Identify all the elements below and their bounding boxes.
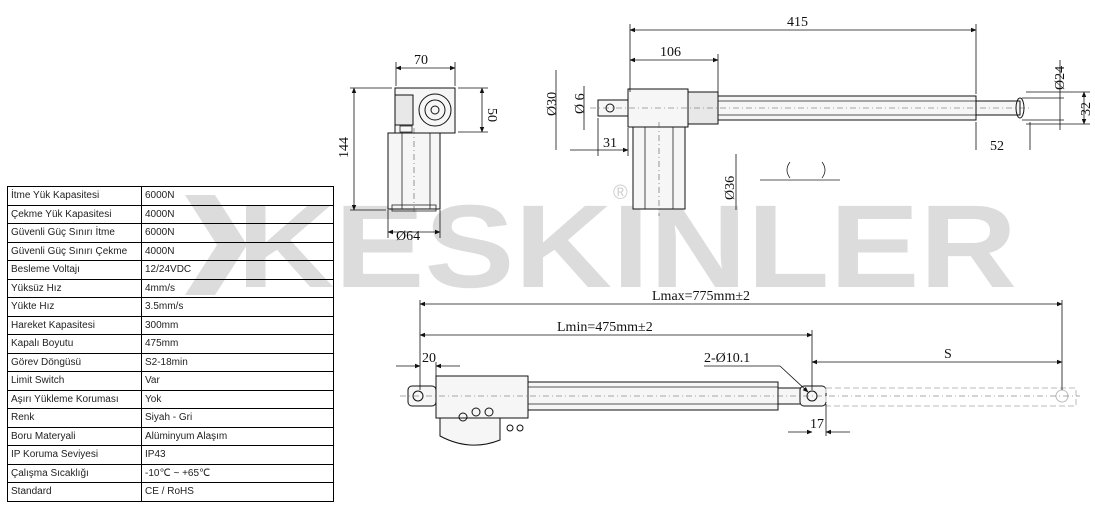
dim-top-dia24: Ø24: [1053, 66, 1068, 90]
spec-value: 6000N: [141, 223, 334, 243]
dim-side-total-height: 144: [337, 137, 352, 158]
dim-top-32: 32: [1079, 102, 1094, 116]
dim-top-hole: Ø 6: [573, 93, 588, 114]
watermark-text: KESKINLER: [237, 183, 1017, 308]
dim-front-stroke: S: [944, 347, 952, 362]
dim-front-17: 17: [810, 417, 824, 432]
dim-top-dia30: Ø30: [545, 92, 560, 116]
spec-value: CE / RoHS: [141, 482, 334, 502]
spec-row: Çalışma Sıcaklığı-10℃ ~ +65℃: [7, 463, 334, 483]
dim-top-total: 415: [787, 15, 808, 30]
dim-top-31: 31: [603, 136, 617, 151]
spec-label: Standard: [7, 482, 142, 502]
spec-label: Çekme Yük Kapasitesi: [7, 204, 142, 224]
dim-side-width: 70: [414, 53, 428, 68]
dim-side-head-height: 50: [484, 108, 499, 122]
dim-top-gear: 106: [660, 45, 681, 60]
registered-mark: ®: [613, 183, 628, 204]
brand-watermark: KESKINLER ®: [185, 183, 1017, 308]
dim-top-52: 52: [990, 139, 1004, 154]
side-view: 70 50 144 Ø64: [337, 53, 499, 244]
dim-front-lmax: Lmax=775mm±2: [652, 289, 750, 304]
spec-value: 4000N: [141, 204, 334, 224]
front-view: Lmax=775mm±2 Lmin=475mm±2 20 2-Ø10.1 S 1…: [396, 289, 1080, 446]
dim-top-dia36: Ø36: [723, 176, 738, 200]
top-view: 415 106 Ø30 Ø 6 31 Ø36 Ø24 32 52: [545, 15, 1094, 216]
spec-value: 6000N: [141, 186, 334, 206]
spec-label: Güvenli Güç Sınırı İtme: [7, 223, 142, 243]
dim-front-lmin: Lmin=475mm±2: [557, 320, 653, 335]
dim-side-motor-dia: Ø64: [396, 229, 420, 244]
dim-front-holes: 2-Ø10.1: [704, 351, 750, 366]
dim-front-20: 20: [422, 351, 436, 366]
